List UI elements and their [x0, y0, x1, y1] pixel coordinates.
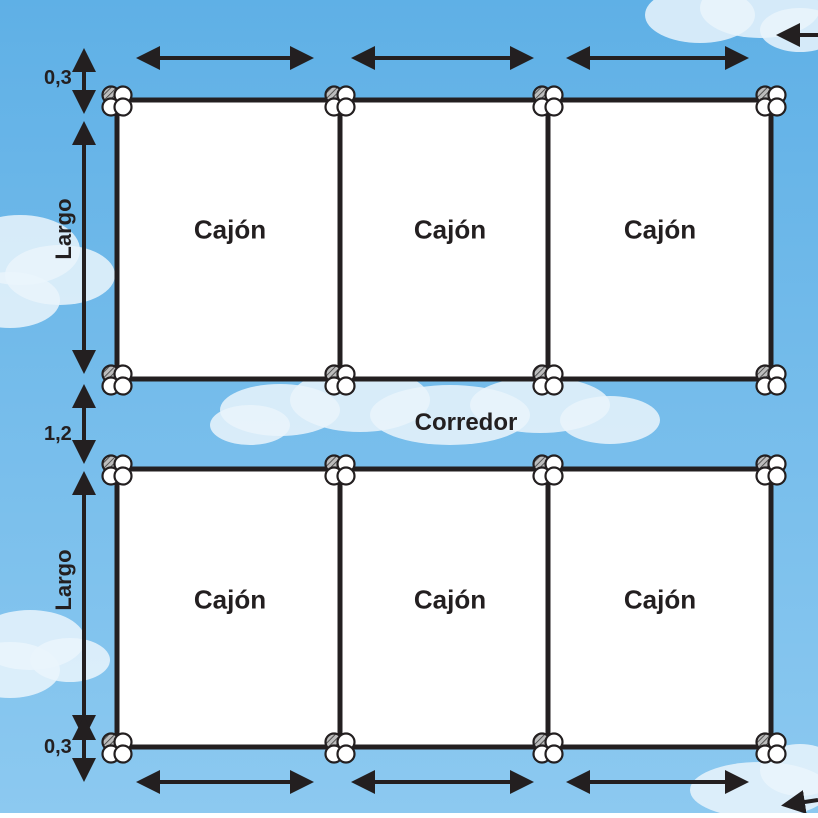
post-circle-icon [336, 376, 356, 396]
joint-circles [101, 85, 787, 764]
drawer-grid [114, 97, 774, 750]
corridor-label: Corredor [414, 409, 518, 436]
post-circle-icon [544, 376, 564, 396]
post-circle-icon [767, 376, 787, 396]
drawer-box [337, 97, 551, 382]
bottom-margin-label: 0,3 [44, 736, 72, 758]
post-circle-icon [113, 466, 133, 486]
cloud-icon [560, 396, 660, 444]
corridor-width-label: 1,2 [44, 423, 72, 445]
box-label: Cajón [193, 214, 267, 245]
box-label: Cajón [623, 214, 697, 245]
post-circle-icon [544, 97, 564, 117]
cloud-icon [210, 405, 290, 445]
dimension-arrows [72, 23, 818, 814]
post-circle-icon [113, 376, 133, 396]
box-label: Cajón [623, 584, 697, 615]
drawer-box [545, 466, 774, 750]
post-circle-icon [336, 744, 356, 764]
box-label: Cajón [413, 584, 487, 615]
row1-length-label: Largo [51, 198, 76, 260]
edge-arrow [781, 790, 818, 814]
cloud-icon [0, 272, 60, 328]
post-circle-icon [544, 744, 564, 764]
cloud-icon [30, 638, 110, 682]
post-circle-icon [113, 97, 133, 117]
post-circle-icon [767, 97, 787, 117]
box-label: Cajón [193, 584, 267, 615]
box-label: Cajón [413, 214, 487, 245]
post-circle-icon [767, 744, 787, 764]
row2-length-label: Largo [51, 549, 76, 611]
top-margin-label: 0,3 [44, 67, 72, 89]
drawer-box [545, 97, 774, 382]
post-circle-icon [544, 466, 564, 486]
post-circle-icon [113, 744, 133, 764]
post-circle-icon [767, 466, 787, 486]
drawer-box [114, 466, 343, 750]
post-circle-icon [336, 466, 356, 486]
post-circle-icon [336, 97, 356, 117]
